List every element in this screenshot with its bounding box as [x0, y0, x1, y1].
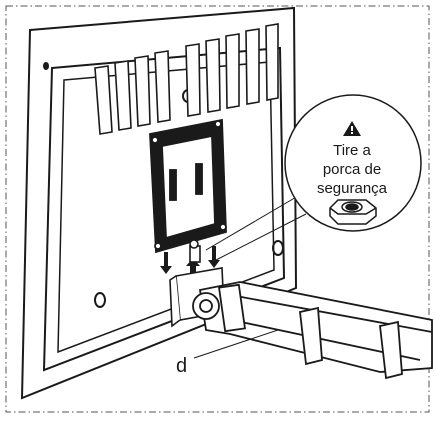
hex-nut-icon [329, 199, 377, 225]
monitor-arm [192, 281, 433, 380]
vesa-plate [149, 118, 227, 254]
callout-text-line1: Tire a [333, 142, 371, 159]
down-arrow-icons [160, 246, 220, 274]
part-label-leader [193, 329, 279, 359]
part-label-d: d [176, 355, 187, 377]
dashed-frame [5, 5, 430, 413]
callout-text-line2: porca de [323, 161, 381, 178]
callout-text-line3: segurança [317, 180, 388, 197]
warning-triangle-icon [343, 121, 361, 136]
vent-slots [94, 23, 279, 135]
callout-leaders [205, 195, 307, 261]
callout-circle [284, 94, 422, 232]
